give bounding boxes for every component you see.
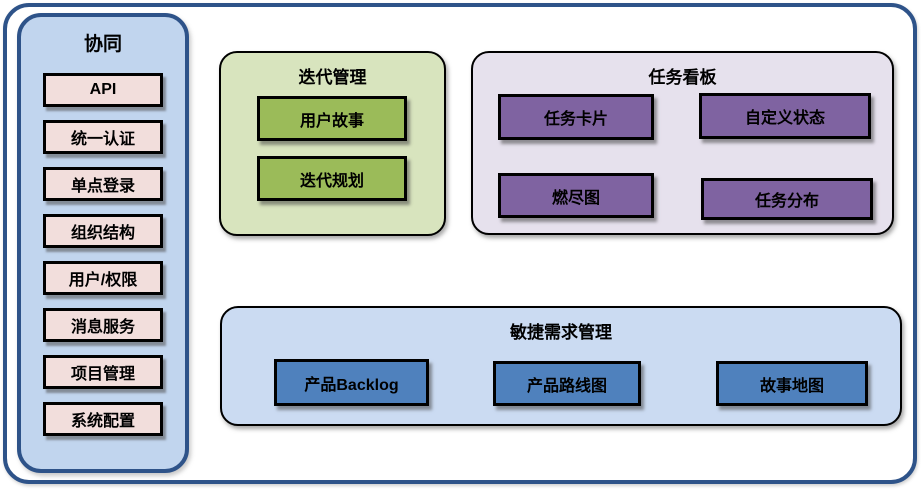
sidebar-item-org-structure: 组织结构 <box>43 214 163 248</box>
agile-requirements-section: 敏捷需求管理 产品Backlog 产品路线图 故事地图 <box>220 306 902 426</box>
iteration-management-section: 迭代管理 用户故事 迭代规划 <box>219 51 446 236</box>
product-backlog-box: 产品Backlog <box>274 359 429 406</box>
task-distribution-box: 任务分布 <box>701 178 873 220</box>
iteration-management-title: 迭代管理 <box>298 68 367 87</box>
user-story-box: 用户故事 <box>257 96 407 141</box>
collaboration-panel-items: API 统一认证 单点登录 组织结构 用户/权限 消息服务 项目管理 系统配置 <box>43 73 163 436</box>
collaboration-panel-title: 协同 <box>83 34 122 55</box>
custom-status-box: 自定义状态 <box>699 93 871 139</box>
sidebar-item-project-management: 项目管理 <box>43 355 163 389</box>
agile-requirements-title: 敏捷需求管理 <box>510 323 612 342</box>
iteration-planning-box: 迭代规划 <box>257 156 407 201</box>
task-card-box: 任务卡片 <box>498 94 654 140</box>
sidebar-item-api: API <box>43 73 163 107</box>
sidebar-item-unified-auth: 统一认证 <box>43 120 163 154</box>
burndown-chart-box: 燃尽图 <box>498 173 654 218</box>
sidebar-item-message-service: 消息服务 <box>43 308 163 342</box>
sidebar-item-single-sign-on: 单点登录 <box>43 167 163 201</box>
product-roadmap-box: 产品路线图 <box>493 361 641 406</box>
collaboration-panel: 协同 API 统一认证 单点登录 组织结构 用户/权限 消息服务 项目管理 系统… <box>17 13 189 473</box>
outer-frame: 协同 API 统一认证 单点登录 组织结构 用户/权限 消息服务 项目管理 系统… <box>3 3 917 484</box>
task-board-title: 任务看板 <box>648 68 717 87</box>
sidebar-item-system-config: 系统配置 <box>43 402 163 436</box>
story-map-box: 故事地图 <box>716 361 868 406</box>
task-board-section: 任务看板 任务卡片 自定义状态 燃尽图 任务分布 <box>471 51 894 235</box>
sidebar-item-users-permissions: 用户/权限 <box>43 261 163 295</box>
